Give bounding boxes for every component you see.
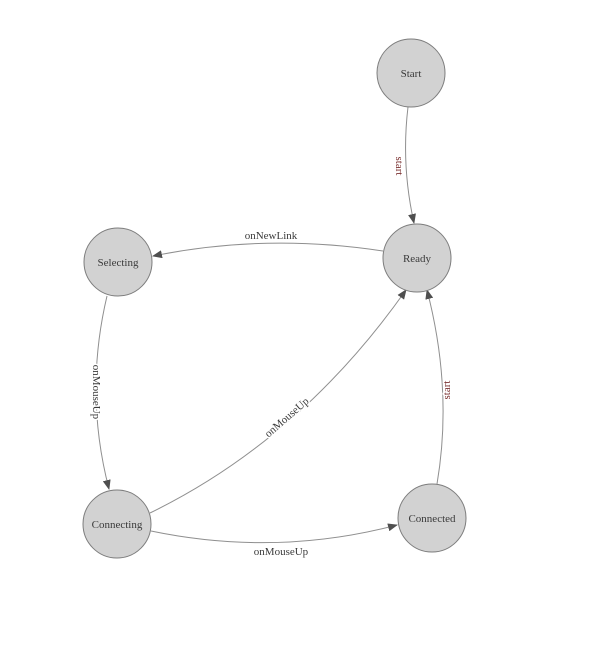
state-circle-selecting[interactable] — [83, 227, 153, 297]
state-circle-connecting[interactable] — [82, 489, 152, 559]
transition-label-connecting-to-connected: onMouseUp — [254, 546, 309, 558]
transition-edge-selecting-to-connecting[interactable] — [95, 295, 111, 490]
state-node-connecting[interactable]: Connecting — [82, 489, 152, 559]
state-node-selecting[interactable]: Selecting — [83, 227, 153, 297]
state-label-ready: Ready — [403, 253, 432, 265]
transition-label-connecting-to-ready: onMouseUp — [263, 395, 312, 440]
transition-edge-start-to-ready[interactable] — [405, 106, 416, 224]
state-label-selecting: Selecting — [98, 257, 139, 269]
transition-label-ready-to-selecting: onNewLink — [245, 230, 298, 242]
state-circle-connected[interactable] — [397, 483, 467, 553]
transition-edge-connected-to-ready[interactable] — [425, 289, 444, 485]
state-circle-start[interactable] — [376, 38, 446, 108]
state-circle-ready[interactable] — [382, 223, 452, 293]
state-node-connected[interactable]: Connected — [397, 483, 467, 553]
state-node-ready[interactable]: Ready — [382, 223, 452, 293]
state-label-start: Start — [401, 68, 422, 80]
transition-edge-connecting-to-ready[interactable] — [149, 289, 407, 514]
transition-edge-ready-to-selecting[interactable] — [152, 242, 384, 259]
state-node-start[interactable]: Start — [376, 38, 446, 108]
transition-label-connected-to-ready: start — [441, 381, 453, 400]
transition-label-selecting-to-connecting: onMouseUp — [90, 365, 102, 420]
state-label-connected: Connected — [408, 513, 456, 525]
transition-label-start-to-ready: start — [393, 157, 405, 176]
transition-edge-connecting-to-connected[interactable] — [150, 523, 398, 544]
state-label-connecting: Connecting — [92, 519, 143, 531]
